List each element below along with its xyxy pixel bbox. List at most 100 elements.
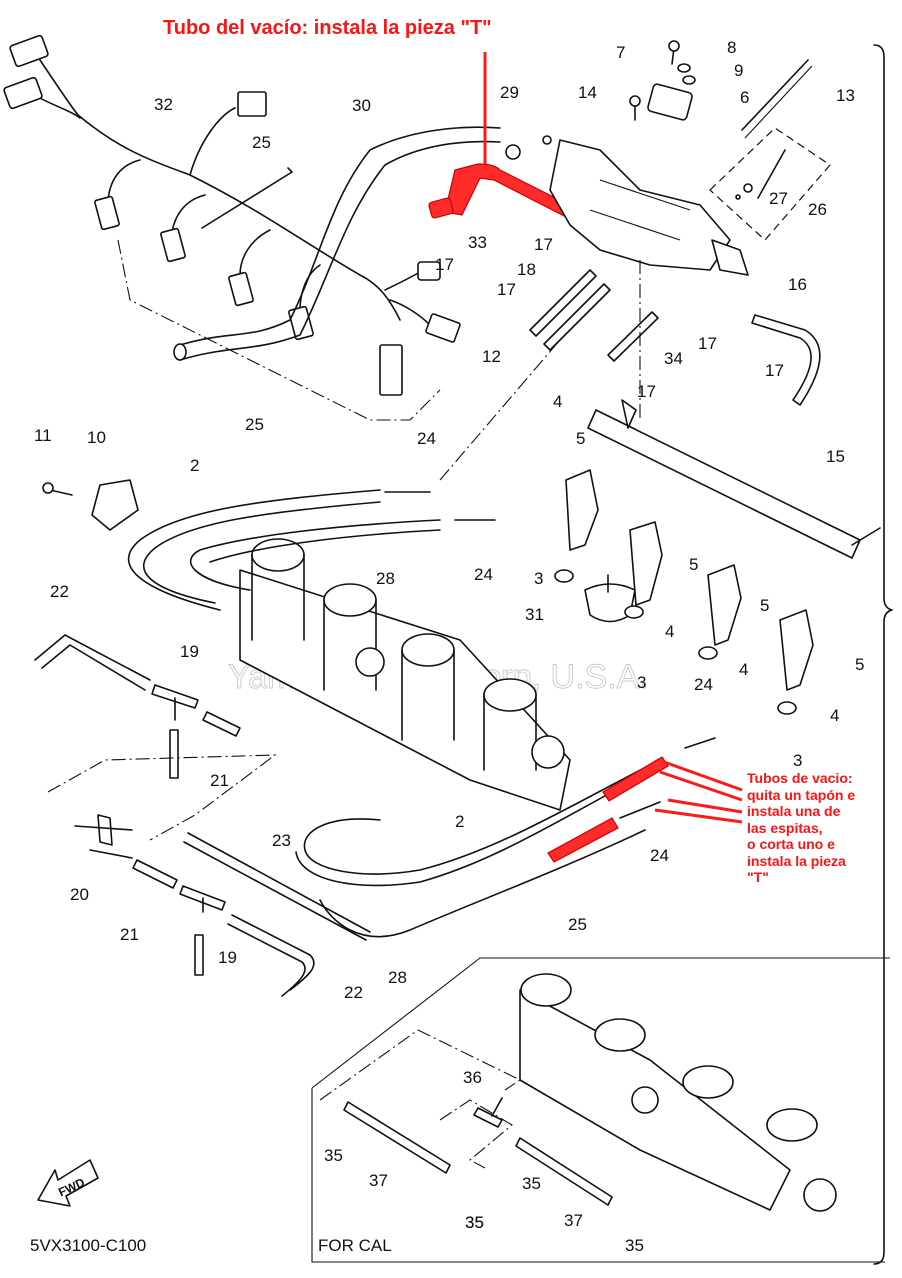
injectors	[565, 469, 814, 691]
callout: 28	[376, 569, 395, 588]
callout: 35	[465, 1213, 484, 1232]
callout: 2	[455, 812, 464, 831]
inset-hose-37-right	[515, 1137, 613, 1206]
callout: 26	[808, 200, 827, 219]
annotation-line: instala la pieza	[747, 852, 846, 869]
annotation-line: "T"	[747, 869, 769, 885]
cable-tie	[201, 167, 293, 229]
annotation-top: Tubo del vacío: instala la pieza "T"	[163, 17, 492, 39]
callout: 33	[468, 233, 487, 252]
hose-28-lower	[319, 829, 646, 938]
annotation-line: quita un tapón e	[747, 786, 856, 803]
callout: 32	[154, 95, 173, 114]
callout: 21	[210, 771, 229, 790]
hose-34	[607, 311, 659, 362]
callout: 22	[344, 983, 363, 1002]
joint-19	[151, 684, 199, 709]
inset-joint-36	[473, 1107, 503, 1128]
annotation-line: las espitas,	[747, 819, 823, 836]
callout: 3	[793, 751, 802, 770]
callout: 11	[34, 426, 52, 445]
callout: 24	[694, 675, 713, 694]
inset-throttle-bodies	[519, 973, 837, 1212]
callout: 17	[435, 255, 454, 274]
annotation-line: Tubos de vacio:	[747, 770, 853, 786]
callout: 23	[272, 831, 291, 850]
seal	[554, 569, 574, 583]
hose-2-lower	[303, 759, 661, 875]
callout: 9	[734, 61, 743, 80]
callout: 34	[664, 349, 683, 368]
seal	[698, 646, 718, 660]
callout: 18	[517, 260, 536, 279]
callout: 6	[740, 88, 749, 107]
hose-18	[529, 269, 597, 337]
callout: 28	[388, 968, 407, 987]
callout: 3	[637, 673, 646, 692]
fuel-rail	[587, 399, 881, 559]
vacuum-hose-33-highlight	[428, 52, 576, 219]
callout: 5	[576, 429, 585, 448]
callout: 16	[788, 275, 807, 294]
callout: 3	[534, 569, 543, 588]
hose-22-upper	[34, 634, 151, 681]
callout: 37	[369, 1171, 388, 1190]
callout: 36	[463, 1068, 482, 1087]
callout: 31	[525, 605, 544, 624]
diagram-code: 5VX3100-C100	[30, 1236, 147, 1255]
callout: 5	[760, 596, 769, 615]
callout: 5	[855, 655, 864, 674]
callout: 4	[553, 392, 562, 411]
annotation-side: Tubos de vacio: quita un tapón e instala…	[747, 770, 887, 886]
callout: 25	[245, 415, 264, 434]
kit-box-26	[709, 127, 831, 241]
joint-20	[97, 814, 113, 846]
hose-28-upper	[189, 519, 441, 591]
inset-hose-37-left	[343, 1101, 451, 1174]
hose-12	[543, 283, 611, 351]
annotation-line: o corta uno e	[747, 836, 835, 852]
callout: 24	[474, 565, 493, 584]
sensor-10	[91, 479, 139, 531]
callout: 2	[190, 456, 199, 475]
callout: 19	[218, 948, 237, 967]
callout: 17	[698, 334, 717, 353]
callout: 13	[836, 86, 855, 105]
bolt-13	[741, 59, 809, 131]
callout: 25	[568, 915, 587, 934]
callout: 30	[352, 96, 371, 115]
callout: 7	[616, 43, 625, 62]
vacuum-hose-highlight-1	[602, 756, 669, 802]
wiring-harness	[3, 34, 461, 396]
inset-label: FOR CAL	[318, 1236, 392, 1255]
callout: 29	[500, 83, 519, 102]
annotation-line: instala una de	[747, 803, 841, 819]
callout: 17	[534, 235, 553, 254]
hose-2-upper	[127, 489, 381, 611]
callout: 10	[87, 428, 106, 447]
callout: 24	[650, 846, 669, 865]
callout-labels: 7 8 9 6 13 14 29 32 30 25 27 26 33 17 17…	[34, 38, 864, 1255]
callout: 4	[739, 660, 748, 679]
callout: 24	[417, 429, 436, 448]
callout: 8	[727, 38, 736, 57]
throttle-upper-bracket	[505, 83, 749, 276]
hose-30	[179, 126, 501, 346]
vacuum-hose-highlight-2	[547, 817, 619, 863]
callout: 14	[578, 83, 597, 102]
callout: 5	[689, 555, 698, 574]
callout: 17	[637, 382, 656, 401]
seal	[777, 701, 797, 715]
callout: 35	[324, 1146, 343, 1165]
callout: 17	[497, 280, 516, 299]
callout: 35	[522, 1174, 541, 1193]
hose-23	[183, 832, 371, 941]
callout: 22	[50, 582, 69, 601]
callout: 27	[769, 189, 788, 208]
fwd-arrow-icon: FWD	[37, 1159, 99, 1207]
callout: 37	[564, 1211, 583, 1230]
seal	[624, 605, 644, 619]
callout: 15	[826, 447, 845, 466]
hose-16	[751, 314, 821, 406]
callout: 35	[465, 1213, 484, 1232]
